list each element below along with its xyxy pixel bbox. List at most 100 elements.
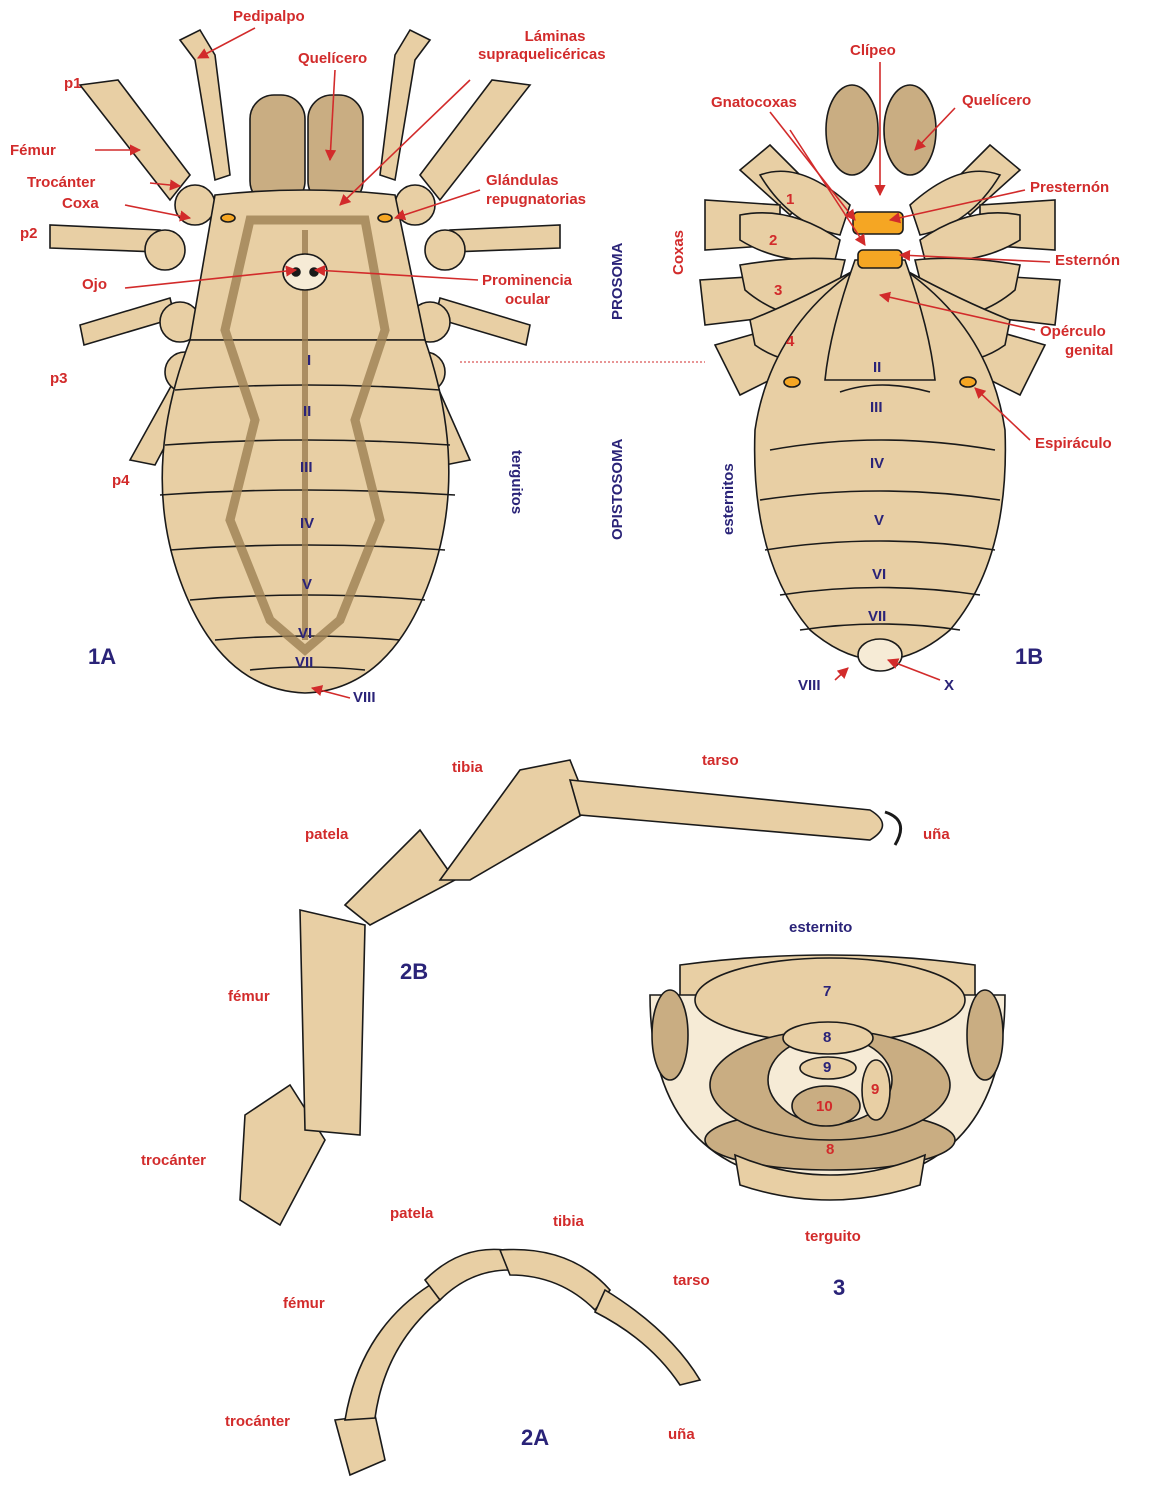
fig1b-chelicera-left [826, 85, 878, 175]
segment-1a-4: IV [300, 515, 314, 532]
fig1a-chelicera-left [250, 95, 305, 205]
fig1b-spiracle-right [960, 377, 976, 387]
label-trocanter-2b: trocánter [141, 1152, 206, 1169]
label-operculo-2: genital [1065, 342, 1113, 359]
label-trocanter-1a: Trocánter [27, 174, 95, 191]
label-clipeo: Clípeo [850, 42, 896, 59]
fig1a-coxa-left-1 [175, 185, 215, 225]
label-quelicero-1a: Quelícero [298, 50, 367, 67]
fig1b-anal-plate [858, 639, 902, 671]
label-prosoma: PROSOMA [609, 242, 626, 320]
label-operculo-1: Opérculo [1040, 323, 1106, 340]
figure-id-3: 3 [833, 1276, 845, 1300]
coxa-number-3: 3 [774, 282, 782, 299]
label-patela-2a: patela [390, 1205, 433, 1222]
label-prominencia-2: ocular [505, 291, 550, 308]
segment-1a-7: VII [295, 654, 313, 671]
segment-1a-3: III [300, 459, 313, 476]
label-esternitos: esternitos [720, 463, 737, 535]
label-presternon: Presternón [1030, 179, 1109, 196]
fig1a-eye-right [310, 268, 318, 276]
fig2b-claw [885, 812, 901, 845]
fig1a-ocular-prominence [283, 254, 327, 290]
fig1a-leg-p2-right [450, 225, 560, 252]
label-esternon: Esternón [1055, 252, 1120, 269]
fig2a-trocanter [335, 1415, 385, 1475]
label-laminas-2: supraquelicéricas [478, 46, 606, 63]
fig1a-coxa-left-2 [145, 230, 185, 270]
segment-1a-5: V [302, 576, 312, 593]
arrow-viii-1b [835, 668, 848, 680]
label-opistosoma: OPISTOSOMA [609, 439, 626, 540]
fig1a-leg-p2-left [50, 225, 160, 252]
fig1a-gland-right [378, 214, 392, 222]
segment-1b-6: VI [872, 566, 886, 583]
label-tarso-2a: tarso [673, 1272, 710, 1289]
fig1a-coxa-right-1 [395, 185, 435, 225]
label-glandulas-1: Glándulas [486, 172, 559, 189]
fig1a-drawing [50, 30, 560, 693]
label-tarso-2b: tarso [702, 752, 739, 769]
fig1a-pedipalp-right [380, 30, 430, 180]
plate-8: 8 [823, 1029, 831, 1046]
segment-1a-6: VI [298, 625, 312, 642]
fig1b-presternon [853, 212, 903, 234]
segment-1b-7: VII [868, 608, 886, 625]
figure-id-2b: 2B [400, 960, 428, 984]
fig2a-tarso [595, 1290, 700, 1385]
fig2b-tibia [440, 760, 590, 880]
fig1a-chelicera-right [308, 95, 363, 205]
segment-1a-2: II [303, 403, 311, 420]
label-p2: p2 [20, 225, 38, 242]
fig3-side-plate-right [967, 990, 1003, 1080]
fig1a-pedipalp-left [180, 30, 230, 180]
label-gnatocoxas: Gnatocoxas [711, 94, 797, 111]
label-espiraculo: Espiráculo [1035, 435, 1112, 452]
fig3-side-plate-left [652, 990, 688, 1080]
label-tibia-2a: tibia [553, 1213, 584, 1230]
fig1a-coxa-right-2 [425, 230, 465, 270]
segment-1a-8: VIII [353, 689, 376, 706]
label-femur-1a: Fémur [10, 142, 56, 159]
fig2b-tarso [570, 780, 883, 840]
figure-id-2a: 2A [521, 1426, 549, 1450]
plate-9-center: 9 [823, 1059, 831, 1076]
fig2a-patela [425, 1249, 510, 1300]
segment-1b-3: III [870, 399, 883, 416]
label-femur-2a: fémur [283, 1295, 325, 1312]
label-patela-2b: patela [305, 826, 348, 843]
label-una-2a: uña [668, 1426, 695, 1443]
fig1b-esternon [858, 250, 902, 268]
segment-1b-4: IV [870, 455, 884, 472]
label-glandulas-2: repugnatorias [486, 191, 586, 208]
label-pedipalpo: Pedipalpo [233, 8, 305, 25]
fig2b-femur [300, 910, 365, 1135]
fig1a-eye-left [292, 268, 300, 276]
label-una-2b: uña [923, 826, 950, 843]
fig2a-femur [345, 1285, 440, 1420]
fig2a-drawing [335, 1249, 700, 1475]
segment-1a-1: I [307, 352, 311, 369]
fig1a-leg-p1-left [80, 80, 190, 200]
fig2a-tibia [500, 1250, 610, 1311]
plate-10: 10 [816, 1098, 833, 1115]
label-p1: p1 [64, 75, 82, 92]
label-femur-2b: fémur [228, 988, 270, 1005]
plate-8-dorsal: 8 [826, 1141, 834, 1158]
label-tibia-2b: tibia [452, 759, 483, 776]
plate-9-side: 9 [871, 1081, 879, 1098]
label-coxa: Coxa [62, 195, 99, 212]
plate-7: 7 [823, 983, 831, 1000]
fig2b-patela [345, 830, 455, 925]
label-terguitos: terguitos [508, 450, 525, 514]
label-p4: p4 [112, 472, 130, 489]
segment-1b-8: VIII [798, 677, 821, 694]
label-ojo: Ojo [82, 276, 107, 293]
label-prominencia-1: Prominencia [482, 272, 572, 289]
label-terguito: terguito [805, 1228, 861, 1245]
label-trocanter-2a: trocánter [225, 1413, 290, 1430]
label-laminas-1: Láminas [480, 28, 630, 45]
label-quelicero-1b: Quelícero [962, 92, 1031, 109]
segment-1b-2: II [873, 359, 881, 376]
